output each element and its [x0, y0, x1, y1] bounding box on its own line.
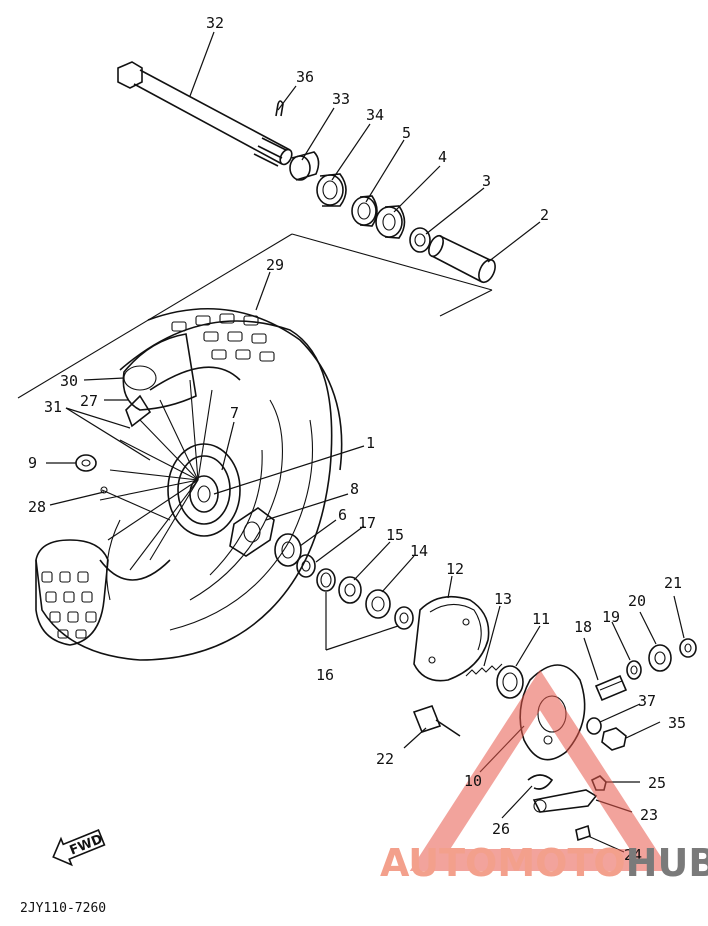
callout-20: 20: [628, 592, 646, 610]
indicator-plate: [648, 644, 672, 672]
callout-26: 26: [492, 820, 510, 838]
nut-35: [601, 727, 627, 751]
callout-3: 3: [482, 172, 491, 190]
callout-31: 31: [44, 398, 62, 416]
spacer-17: [296, 554, 316, 578]
washer-37: [586, 717, 602, 735]
callout-19: 19: [602, 608, 620, 626]
callout-23: 23: [640, 806, 658, 824]
callout-21: 21: [664, 574, 682, 592]
fwd-arrow-icon: FWD: [52, 829, 106, 867]
callout-labels: 32 36 33 34 5 4 3 2 29 30 27 31 7 1 9 8 …: [28, 14, 686, 864]
oil-seal-34: [316, 173, 347, 207]
callout-24: 24: [624, 846, 642, 864]
spoke: [100, 486, 171, 521]
callout-30: 30: [60, 372, 78, 390]
watermark-logo: AUTOMOTOHUB: [380, 841, 708, 885]
callout-34: 34: [366, 106, 384, 124]
meter-clutch: [229, 507, 275, 557]
callout-11: 11: [532, 610, 550, 628]
oil-seal-16: [316, 568, 336, 592]
callout-22: 22: [376, 750, 394, 768]
callout-14: 14: [410, 542, 428, 560]
callout-1: 1: [366, 434, 375, 452]
callout-36: 36: [296, 68, 314, 86]
callout-27: 27: [80, 392, 98, 410]
callout-16: 16: [316, 666, 334, 684]
collar-15: [338, 576, 362, 604]
callout-4: 4: [438, 148, 447, 166]
camshaft: [594, 674, 628, 702]
spring: [465, 663, 503, 677]
bearing-6: [274, 533, 302, 567]
callout-35: 35: [668, 714, 686, 732]
callout-2: 2: [540, 206, 549, 224]
oil-seal-11: [496, 665, 524, 699]
callout-7: 7: [230, 404, 239, 422]
clip-26: [527, 774, 554, 790]
diagram-code: 2JY110-7260: [20, 901, 106, 916]
oring-21: [679, 638, 697, 658]
collar-14: [365, 589, 414, 630]
callout-25: 25: [648, 774, 666, 792]
callout-8: 8: [350, 480, 359, 498]
spacer-2: [428, 234, 496, 284]
tire: [35, 307, 343, 661]
wheel-group-bracket: [17, 233, 493, 399]
callout-6: 6: [338, 506, 347, 524]
callout-28: 28: [28, 498, 46, 516]
callout-32: 32: [206, 14, 224, 32]
fwd-label: FWD: [68, 832, 105, 859]
washer-19: [626, 660, 642, 680]
bearing-5: [351, 195, 378, 227]
callout-9: 9: [28, 454, 37, 472]
callout-10: 10: [464, 772, 482, 790]
callout-15: 15: [386, 526, 404, 544]
callout-37: 37: [638, 692, 656, 710]
callout-17: 17: [358, 514, 376, 532]
torque-bolt: [412, 705, 461, 737]
hub: [167, 443, 241, 537]
callout-5: 5: [402, 124, 411, 142]
bolt-24: [575, 824, 591, 842]
callout-33: 33: [332, 90, 350, 108]
callout-13: 13: [494, 590, 512, 608]
seal-3: [409, 227, 431, 253]
valve-stem: [125, 394, 152, 428]
axle: [117, 61, 293, 167]
watermark-triangle: [409, 669, 671, 871]
spoke-nipple: [75, 454, 97, 472]
callout-12: 12: [446, 560, 464, 578]
brake-shoe: [413, 595, 490, 682]
bearing-4: [375, 205, 406, 239]
callout-18: 18: [574, 618, 592, 636]
collar-33: [289, 151, 320, 181]
callout-29: 29: [266, 256, 284, 274]
cam-lever: [532, 789, 598, 813]
